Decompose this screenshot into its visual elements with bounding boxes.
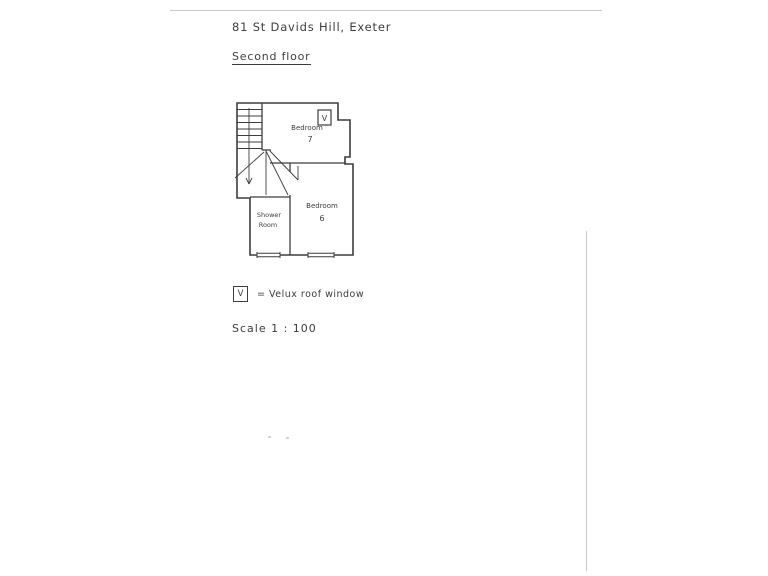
staircase xyxy=(234,108,265,185)
velux-symbol-bedroom7: V xyxy=(317,109,332,126)
shower-room-label-line1: Shower xyxy=(257,211,282,219)
floorplan-drawing: V Bedroom 7 Bedroom 6 Shower Room xyxy=(234,102,354,258)
velux-legend-letter: V xyxy=(237,288,244,299)
scale-label: Scale 1 : 100 xyxy=(232,322,317,335)
window-bedroom6-right xyxy=(307,252,335,258)
room-labels: Bedroom 7 Bedroom 6 Shower Room xyxy=(257,124,338,229)
bedroom7-label: Bedroom xyxy=(291,124,323,132)
velux-legend-box: V xyxy=(233,286,248,302)
scan-artifact-right-edge xyxy=(586,231,587,571)
document-title: 81 St Davids Hill, Exeter xyxy=(232,20,392,34)
window-bedroom6-left xyxy=(256,252,281,258)
floorplan-interior-walls xyxy=(250,103,346,255)
scan-artifact-dot xyxy=(268,436,271,438)
floorplan-outer-walls xyxy=(236,102,354,256)
door-swings xyxy=(265,150,299,196)
shower-room-label-line2: Room xyxy=(259,221,278,229)
legend-description: = Velux roof window xyxy=(257,288,365,300)
stair-break-line xyxy=(234,151,265,179)
bedroom7-number: 7 xyxy=(307,135,312,144)
bedroom6-label: Bedroom xyxy=(306,202,338,210)
floor-label: Second floor xyxy=(232,50,311,65)
velux-symbol-letter: V xyxy=(322,114,328,123)
stair-arrowhead xyxy=(245,177,253,185)
bedroom6-number: 6 xyxy=(319,214,324,223)
scan-artifact-dot xyxy=(286,437,289,439)
scan-artifact-top-edge xyxy=(170,10,602,11)
window-symbols xyxy=(256,252,335,258)
legend: V = Velux roof window xyxy=(233,286,364,302)
